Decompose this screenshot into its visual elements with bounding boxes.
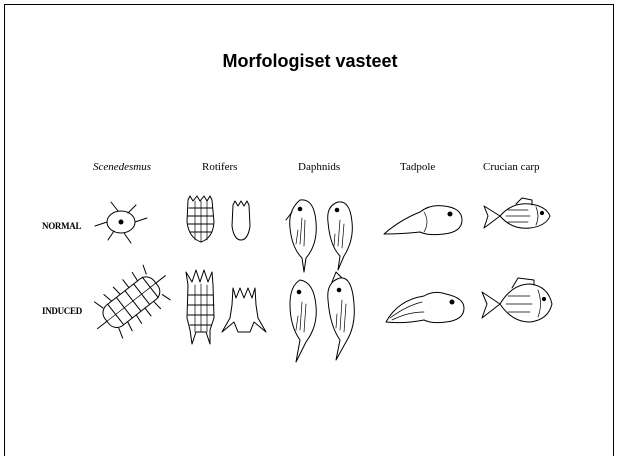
rotifer-normal-drawing-1 xyxy=(187,196,214,242)
tadpole-induced-drawing xyxy=(386,292,464,322)
scenedesmus-induced-drawing xyxy=(83,258,179,347)
daphnid-normal-drawing-1 xyxy=(286,200,316,272)
daphnid-induced-drawing-2 xyxy=(328,272,355,360)
crucian-carp-normal-drawing xyxy=(484,198,550,228)
crucian-carp-induced-drawing xyxy=(482,278,552,322)
rotifer-induced-drawing-2 xyxy=(222,288,266,332)
tadpole-normal-drawing xyxy=(384,206,462,235)
daphnid-normal-drawing-2 xyxy=(328,202,353,270)
daphnid-induced-drawing-1 xyxy=(290,280,316,362)
scenedesmus-normal-drawing xyxy=(95,202,147,243)
rotifer-normal-drawing-2 xyxy=(232,201,250,240)
rotifer-induced-drawing-1 xyxy=(186,270,214,344)
